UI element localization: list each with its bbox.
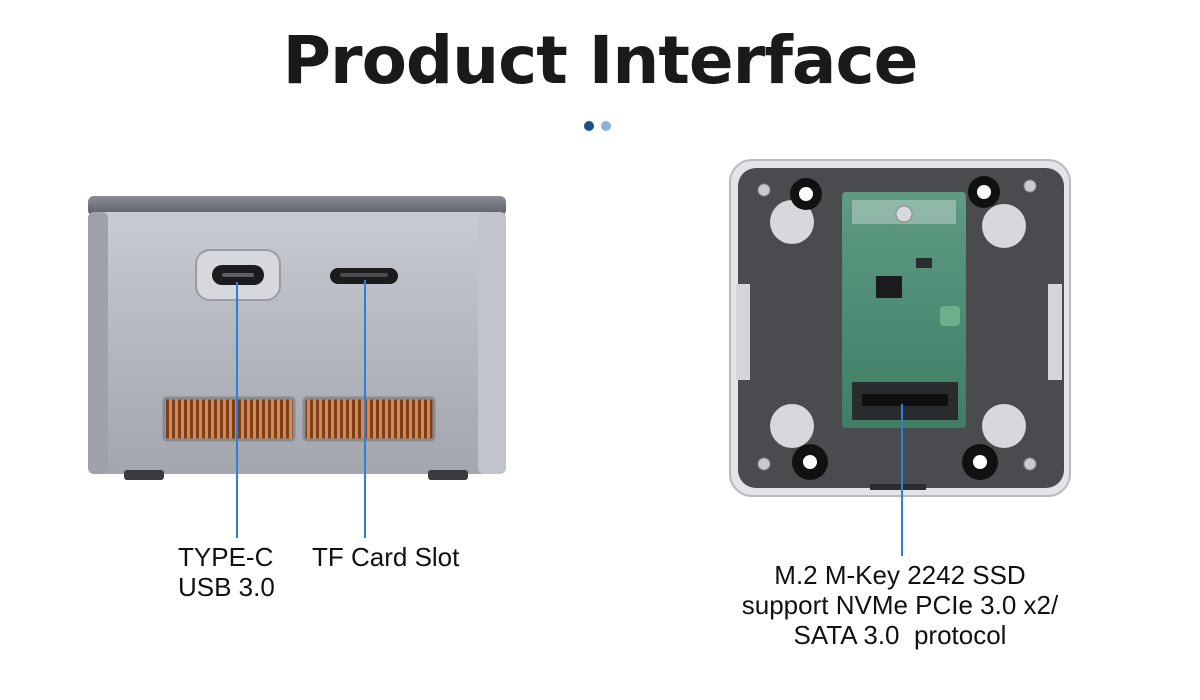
typec-label-line1: TYPE-C xyxy=(178,542,274,572)
tf-card-slot-icon xyxy=(330,268,398,284)
page-title: Product Interface xyxy=(282,22,919,99)
tf-label: TF Card Slot xyxy=(312,542,459,572)
copper-heatsink-icon xyxy=(162,396,436,442)
mini-pc-bottom-view xyxy=(729,159,1071,497)
ssd-label: M.2 M-Key 2242 SSD support NVMe PCIe 3.0… xyxy=(700,560,1100,650)
m2-ssd-slot-icon xyxy=(842,192,966,428)
tf-label-line1: TF Card Slot xyxy=(312,542,460,572)
dot-active xyxy=(584,121,594,131)
mini-pc-front-view xyxy=(88,196,506,480)
dot-inactive xyxy=(601,121,611,131)
typec-label: TYPE-C USB 3.0 xyxy=(178,542,275,602)
ssd-label-line3: SATA 3.0 protocol xyxy=(793,620,1007,650)
ssd-label-line2: support NVMe PCIe 3.0 x2/ xyxy=(741,590,1059,620)
pagination-dots xyxy=(584,121,624,133)
ssd-label-line1: M.2 M-Key 2242 SSD xyxy=(774,560,1026,590)
typec-label-line2: USB 3.0 xyxy=(178,572,275,602)
